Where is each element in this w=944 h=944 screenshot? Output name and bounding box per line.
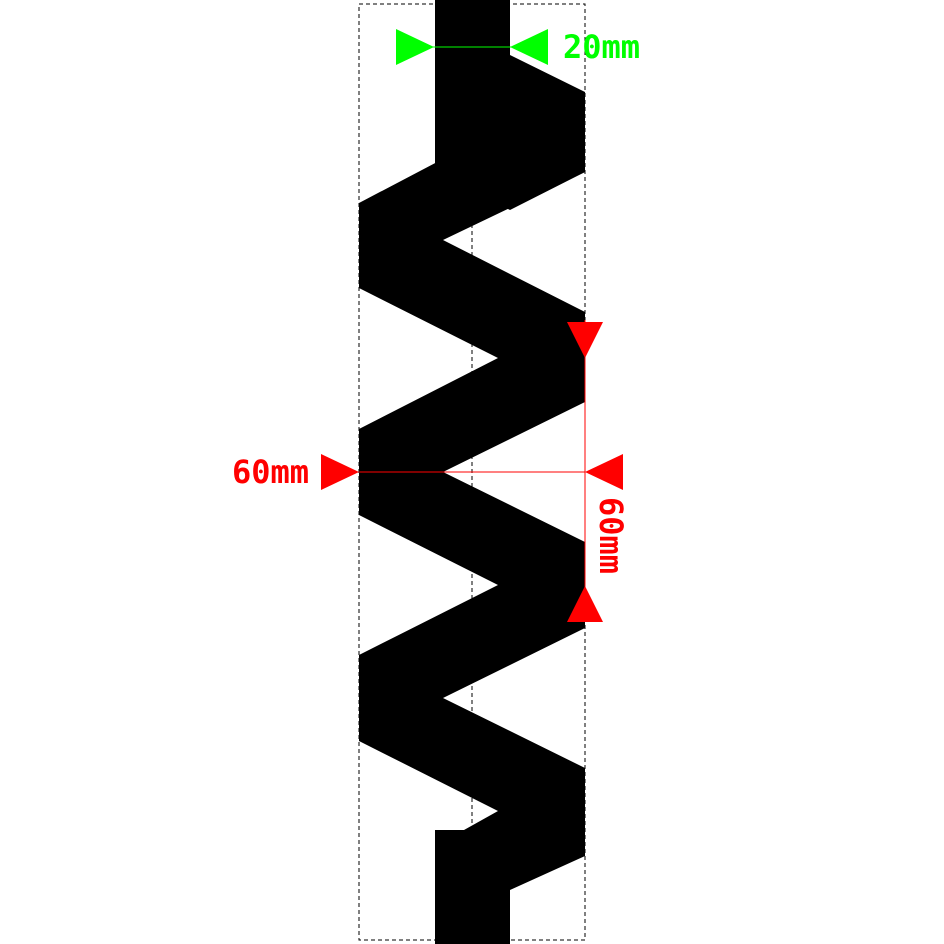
width-dimension-label: 20mm [563,28,640,66]
horizontal-span-dimension: 60mm [232,453,623,491]
span-arrow-left [321,454,359,490]
span-arrow-right [585,454,623,490]
width-arrow-left [396,29,434,65]
pitch-arrow-top [567,322,603,358]
trace-zigzag-body [359,0,585,944]
width-arrow-right [510,29,548,65]
vertical-pitch-dimension: 60mm [567,320,630,622]
pitch-arrow-bottom [567,586,603,622]
trace-width-dimension: 20mm [396,28,640,66]
meander-trace [359,0,585,944]
pitch-dimension-label: 60mm [592,497,630,574]
span-dimension-label: 60mm [232,453,309,491]
